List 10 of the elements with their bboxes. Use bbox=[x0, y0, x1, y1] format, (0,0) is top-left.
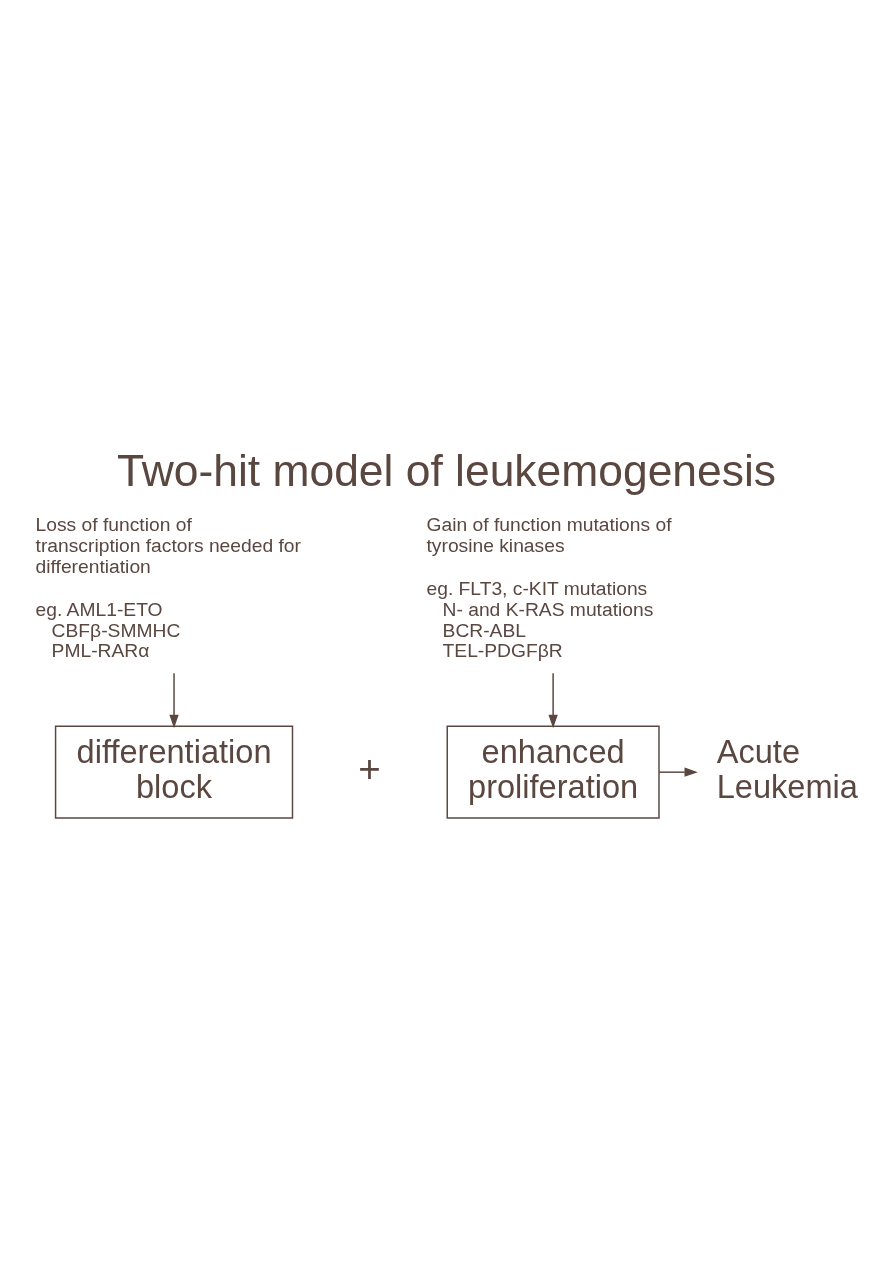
arrow bbox=[548, 672, 558, 729]
arrow bbox=[169, 672, 179, 729]
diagram-title: Two-hit model of leukemogenesis bbox=[116, 446, 777, 496]
arrow bbox=[658, 767, 698, 777]
node-text: Gain of function mutations of tyrosine kinases eg. FLT3, c-KIT mutations N- and K-RAS mutations BCR-ABL TEL-PDGFβR bbox=[426, 514, 672, 662]
node-text: Acute Leukemia bbox=[716, 733, 858, 806]
label: + bbox=[358, 746, 381, 790]
node-text: Loss of function of transcription factors needed for differentiation eg. AML1-ETO CBFβ-SMMHC PML-RARα bbox=[35, 514, 301, 662]
node-box: enhanced proliferation bbox=[446, 725, 660, 819]
node-box: differentiation block bbox=[54, 725, 294, 819]
